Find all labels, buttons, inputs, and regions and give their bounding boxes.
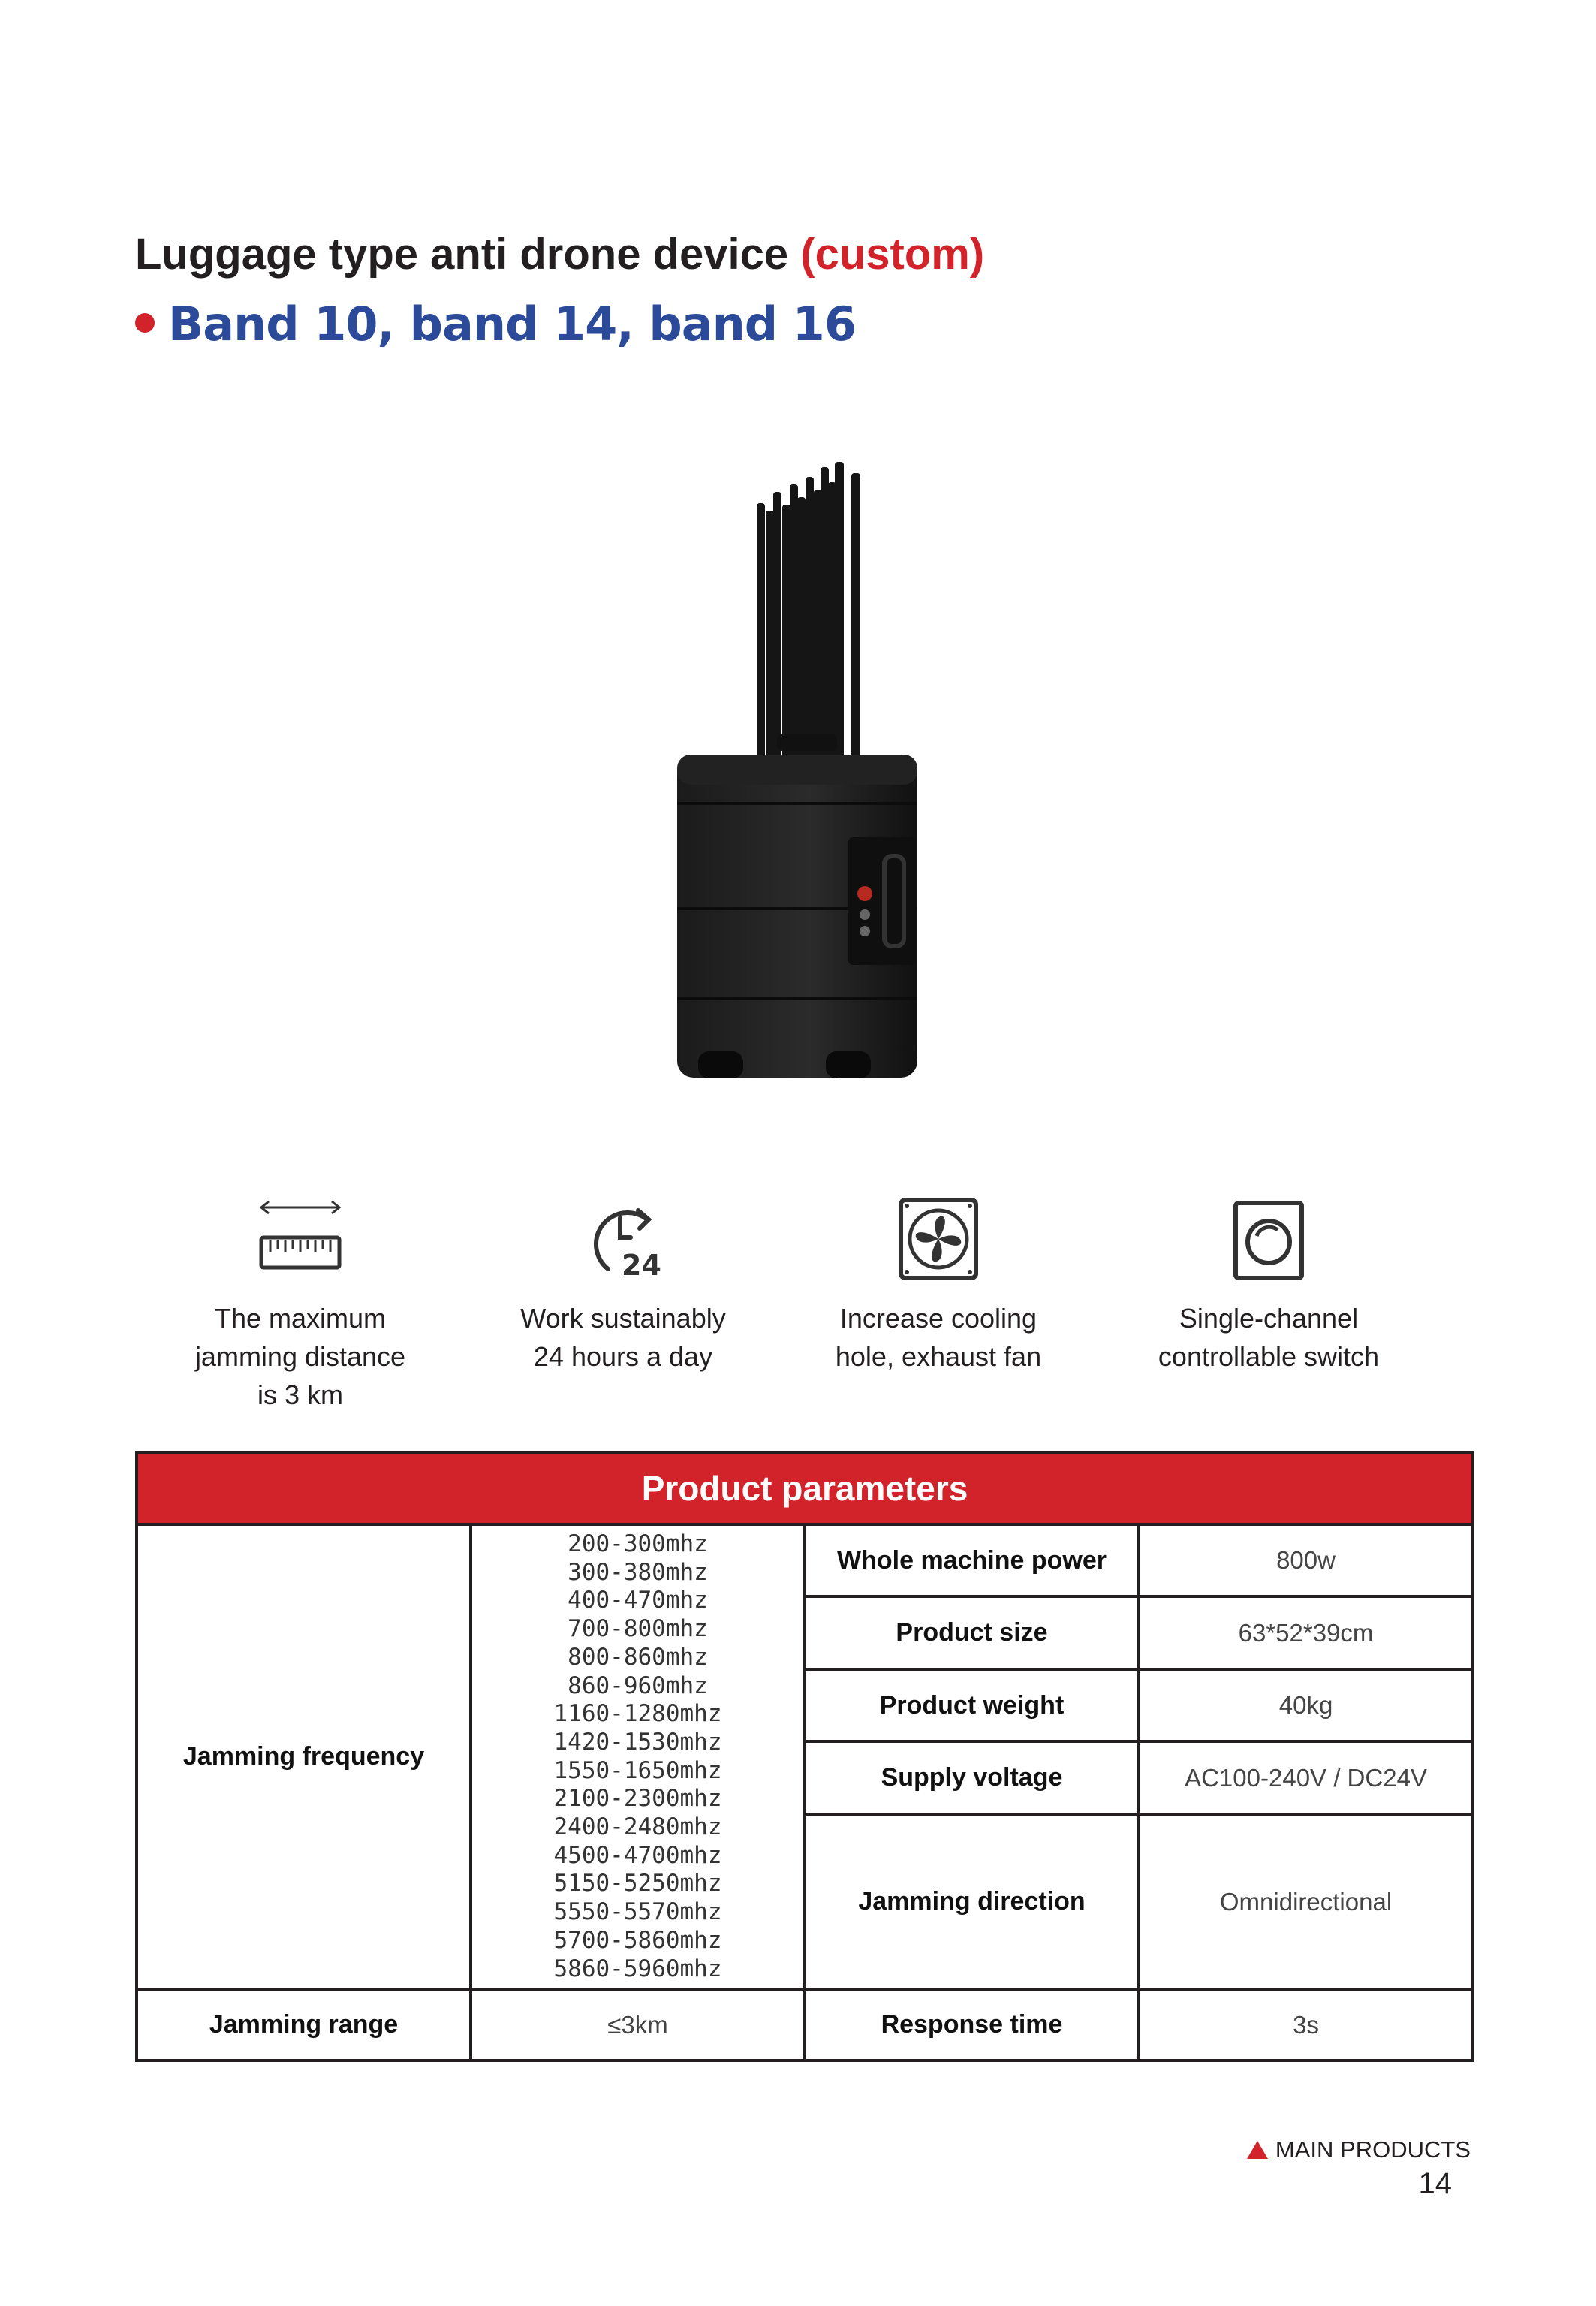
feature-switch-text: Single-channel controllable switch xyxy=(1158,1303,1380,1372)
page-number: 14 xyxy=(1418,2167,1453,2200)
row-value-direction: Omnidirectional xyxy=(1137,1812,1475,1991)
feature-fan: Increase cooling hole, exhaust fan xyxy=(781,1194,1096,1376)
fan-icon xyxy=(899,1198,978,1280)
feature-distance-text: The maximum jamming distance is 3 km xyxy=(194,1303,406,1410)
title-accent: (custom) xyxy=(800,230,985,279)
row-value-weight: 40kg xyxy=(1137,1667,1475,1744)
frequency-item: 5550-5570mhz xyxy=(553,1898,722,1926)
frequency-item: 300-380mhz xyxy=(568,1558,708,1586)
response-time-value: 3s xyxy=(1137,1988,1475,2063)
frequency-item: 2400-2480mhz xyxy=(553,1813,722,1841)
subtitle: Band 10, band 14, band 16 xyxy=(135,297,857,351)
parameters-table: Product parameters Jamming frequency 200… xyxy=(134,1451,1475,2063)
row-label-size: Product size xyxy=(803,1595,1140,1671)
feature-24h-text: Work sustainably 24 hours a day xyxy=(520,1303,726,1372)
frequency-item: 700-800mhz xyxy=(568,1615,708,1643)
response-time-label: Response time xyxy=(803,1988,1140,2063)
row-label-voltage: Supply voltage xyxy=(803,1740,1140,1816)
triangle-icon xyxy=(1246,2141,1268,2159)
frequency-item: 400-470mhz xyxy=(568,1587,708,1614)
subtitle-text: Band 10, band 14, band 16 xyxy=(168,297,857,351)
feature-switch: Single-channel controllable switch xyxy=(1111,1194,1426,1376)
frequency-item: 4500-4700mhz xyxy=(553,1841,722,1869)
row-label-power: Whole machine power xyxy=(803,1522,1140,1599)
frequency-item: 5860-5960mhz xyxy=(553,1955,722,1982)
row-value-size: 63*52*39cm xyxy=(1137,1595,1475,1671)
frequency-list: 200-300mhz 300-380mhz 400-470mhz 700-800… xyxy=(469,1522,806,1991)
switch-icon xyxy=(1233,1201,1304,1280)
row-value-voltage: AC100-240V / DC24V xyxy=(1137,1740,1475,1816)
row-label-weight: Product weight xyxy=(803,1667,1140,1744)
row-label-direction: Jamming direction xyxy=(803,1812,1140,1991)
svg-text:24: 24 xyxy=(622,1249,661,1282)
title-text: Luggage type anti drone device xyxy=(135,230,789,279)
feature-24h: 24 Work sustainably 24 hours a day xyxy=(465,1194,781,1376)
ruler-distance-icon xyxy=(259,1200,342,1270)
frequency-item: 200-300mhz xyxy=(568,1530,708,1557)
footer-section: MAIN PRODUCTS xyxy=(1246,2136,1471,2163)
footer-section-text: MAIN PRODUCTS xyxy=(1275,2136,1471,2163)
jamming-frequency-label: Jamming frequency xyxy=(135,1522,472,1991)
frequency-item: 800-860mhz xyxy=(568,1643,708,1671)
table-header: Product parameters xyxy=(134,1451,1475,1526)
row-value-power: 800w xyxy=(1137,1522,1475,1599)
feature-fan-text: Increase cooling hole, exhaust fan xyxy=(835,1303,1042,1372)
clock-24h-icon: 24 xyxy=(594,1208,661,1282)
frequency-item: 5150-5250mhz xyxy=(553,1870,722,1898)
frequency-item: 5700-5860mhz xyxy=(553,1926,722,1954)
jamming-range-value: ≤3km xyxy=(469,1988,806,2063)
product-image xyxy=(677,462,917,1078)
bullet-dot-icon xyxy=(135,312,155,333)
page-title: Luggage type anti drone device (custom) xyxy=(135,229,984,279)
frequency-item: 860-960mhz xyxy=(568,1671,708,1699)
frequency-item: 1160-1280mhz xyxy=(553,1700,722,1728)
frequency-item: 2100-2300mhz xyxy=(553,1785,722,1813)
frequency-item: 1550-1650mhz xyxy=(553,1756,722,1784)
feature-distance: The maximum jamming distance is 3 km xyxy=(143,1194,458,1414)
jamming-range-label: Jamming range xyxy=(135,1988,472,2063)
frequency-item: 1420-1530mhz xyxy=(553,1728,722,1756)
